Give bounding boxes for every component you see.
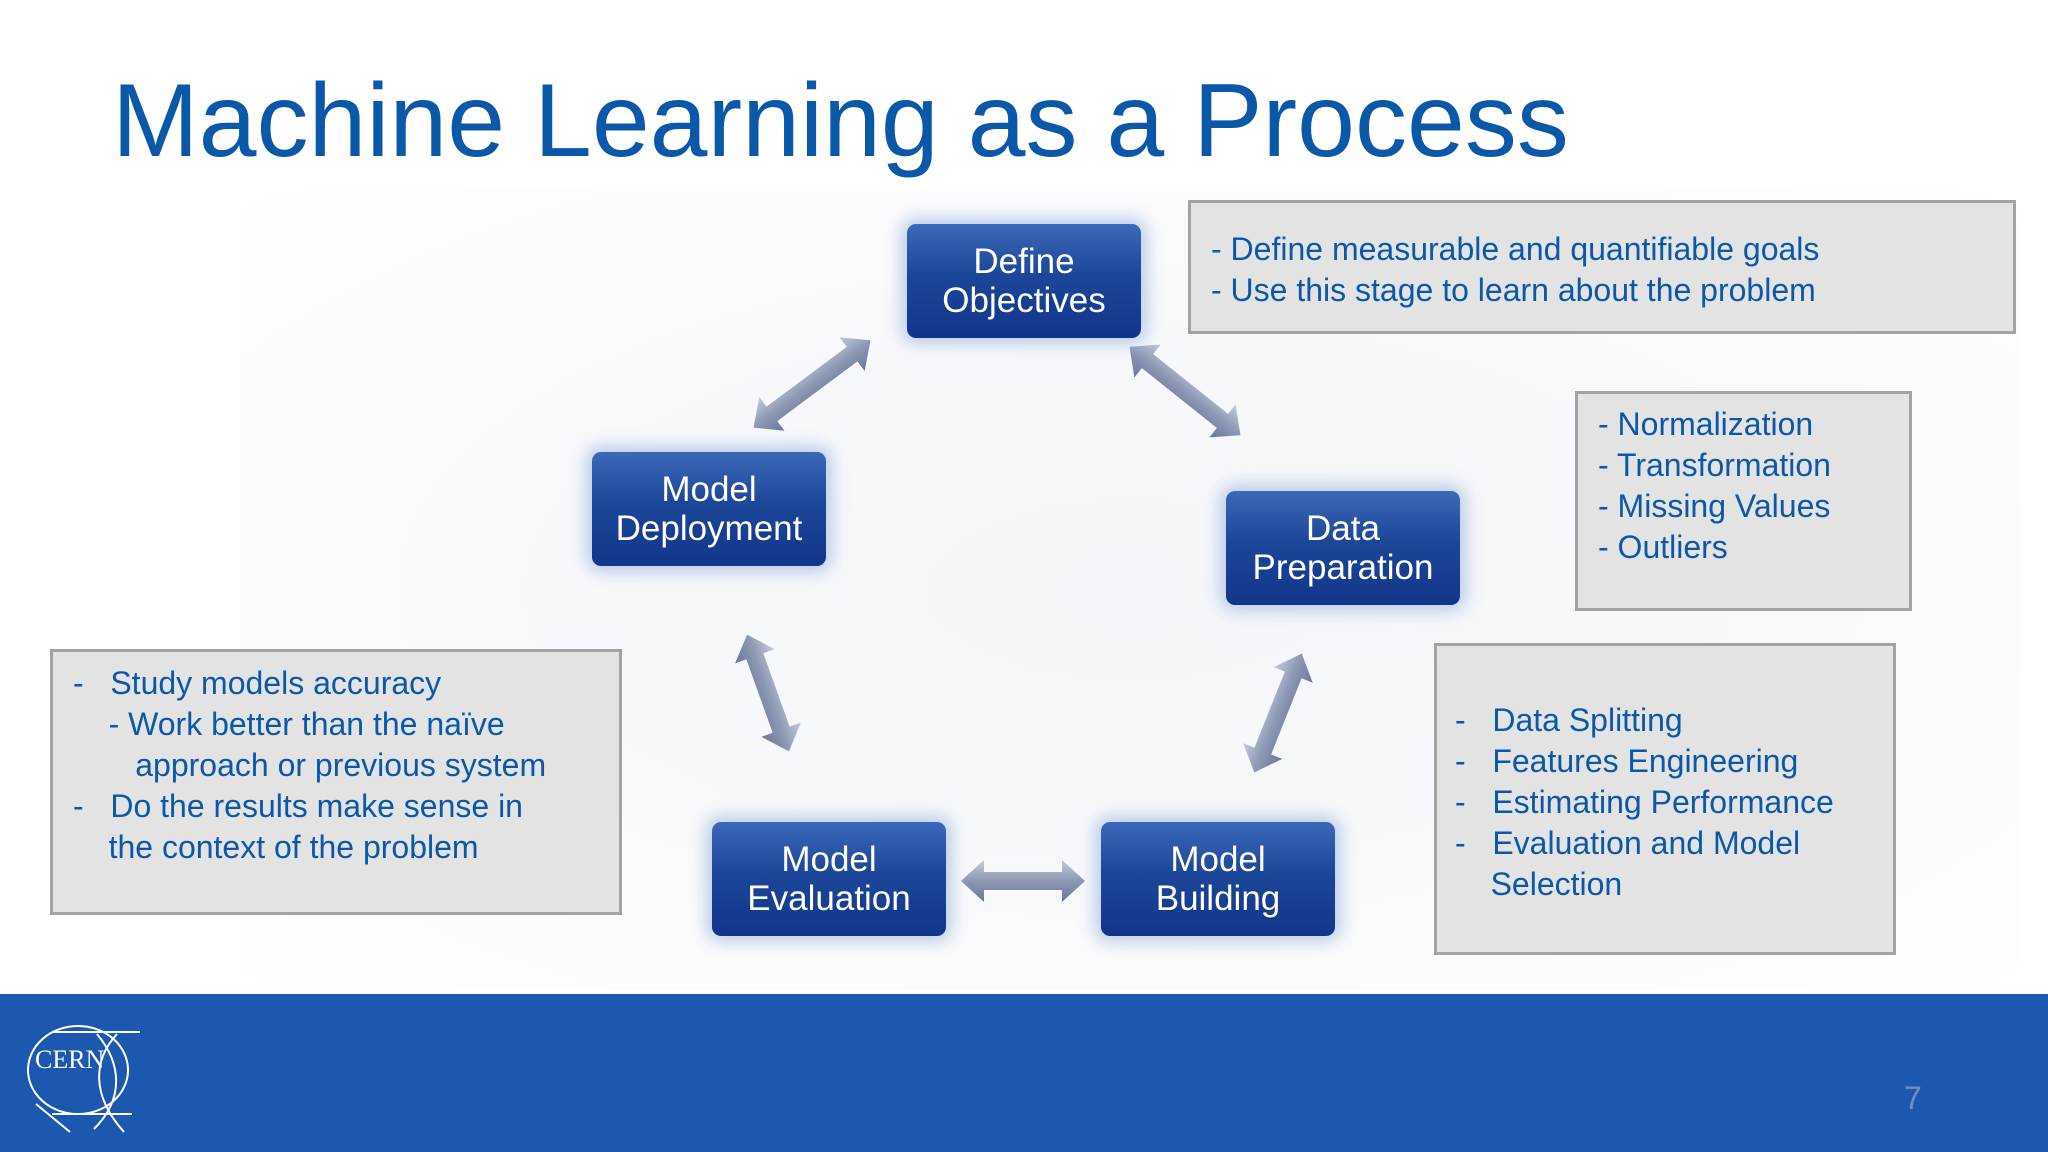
slide-title: Machine Learning as a Process bbox=[112, 63, 1569, 179]
note-line: - Do the results make sense in bbox=[73, 788, 523, 824]
stage-model-deployment-label: Model Deployment bbox=[615, 470, 803, 548]
note-line: - Study models accuracy bbox=[73, 665, 442, 701]
stage-model-deployment[interactable]: Model Deployment bbox=[592, 452, 826, 566]
note-line: - Outliers bbox=[1598, 529, 1728, 565]
stage-define-objectives-label: Define Objectives bbox=[942, 242, 1106, 320]
note-define-objectives: - Define measurable and quantifiable goa… bbox=[1188, 200, 2016, 334]
note-line: Selection bbox=[1455, 866, 1623, 902]
stage-model-building[interactable]: Model Building bbox=[1101, 822, 1335, 936]
note-line: - Transformation bbox=[1598, 447, 1831, 483]
note-line: - Work better than the naïve bbox=[73, 706, 505, 742]
stage-define-objectives[interactable]: Define Objectives bbox=[907, 224, 1141, 338]
note-line: - Define measurable and quantifiable goa… bbox=[1211, 231, 1820, 267]
note-line: - Data Splitting bbox=[1455, 702, 1683, 738]
note-line: approach or previous system bbox=[73, 747, 547, 783]
note-line: - Features Engineering bbox=[1455, 743, 1799, 779]
page-number: 7 bbox=[1904, 1080, 1922, 1116]
stage-data-preparation[interactable]: Data Preparation bbox=[1226, 491, 1460, 605]
note-line: the context of the problem bbox=[73, 829, 479, 865]
note-line: - Missing Values bbox=[1598, 488, 1831, 524]
stage-model-evaluation-label: Model Evaluation bbox=[747, 840, 911, 918]
stage-model-building-label: Model Building bbox=[1155, 840, 1281, 918]
note-model-evaluation: - Study models accuracy - Work better th… bbox=[50, 649, 622, 915]
cern-logo-text: CERN bbox=[35, 1045, 105, 1074]
note-model-building: - Data Splitting - Features Engineering … bbox=[1434, 643, 1896, 955]
note-line: - Estimating Performance bbox=[1455, 784, 1834, 820]
stage-data-preparation-label: Data Preparation bbox=[1252, 509, 1434, 587]
cern-logo-icon bbox=[27, 1025, 140, 1133]
footer-bar bbox=[0, 994, 2048, 1152]
note-line: - Evaluation and Model bbox=[1455, 825, 1801, 861]
note-data-preparation: - Normalization - Transformation - Missi… bbox=[1575, 391, 1912, 611]
stage-model-evaluation[interactable]: Model Evaluation bbox=[712, 822, 946, 936]
note-line: - Normalization bbox=[1598, 406, 1814, 442]
note-line: - Use this stage to learn about the prob… bbox=[1211, 272, 1816, 308]
